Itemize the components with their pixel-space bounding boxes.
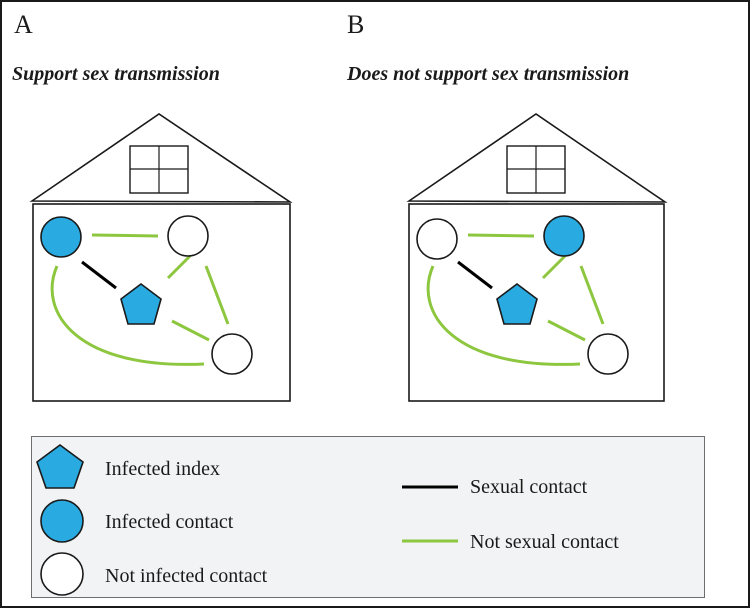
panel-a-letter: A bbox=[14, 10, 33, 39]
house-a-index-case bbox=[120, 283, 162, 325]
house-b-edge-not-sexual bbox=[547, 319, 586, 342]
house-b-contact-right bbox=[543, 215, 585, 257]
house-b-edge-not-sexual bbox=[426, 265, 581, 366]
legend-infected-contact-label: Infected contact bbox=[105, 511, 234, 533]
house-b-edge-not-sexual bbox=[579, 265, 605, 325]
house-a-window-icon bbox=[129, 145, 189, 194]
house-a-contact-right bbox=[167, 215, 209, 257]
house-a-contact-bottom bbox=[211, 333, 253, 375]
house-a-edge-not-sexual bbox=[91, 233, 159, 238]
house-a-edge-not-sexual bbox=[204, 265, 230, 325]
legend: Infected index Infected contact Not infe… bbox=[31, 436, 705, 598]
house-a-edge-sexual bbox=[81, 260, 117, 290]
legend-not-sexual-contact-label: Not sexual contact bbox=[470, 531, 619, 553]
house-b-edge-not-sexual bbox=[541, 254, 567, 280]
house-a-contact-left bbox=[40, 216, 82, 258]
house-a-edge-not-sexual bbox=[50, 265, 205, 366]
legend-symbols bbox=[36, 444, 458, 596]
infected-contact-icon bbox=[40, 499, 84, 543]
house-a-edge-not-sexual bbox=[166, 254, 192, 280]
panel-a-title: Support sex transmission bbox=[12, 63, 220, 85]
infected-index-icon bbox=[36, 444, 84, 489]
legend-sexual-contact-label: Sexual contact bbox=[470, 476, 588, 498]
house-a-roof bbox=[29, 113, 293, 203]
house-b-contact-left bbox=[416, 218, 458, 260]
panel-b-letter: B bbox=[347, 10, 365, 39]
legend-infected-index-label: Infected index bbox=[105, 458, 220, 480]
house-a-edge-not-sexual bbox=[171, 319, 210, 342]
house-b-contact-bottom bbox=[587, 333, 629, 375]
house-b-edge-sexual bbox=[457, 260, 493, 290]
house-b-roof bbox=[406, 113, 668, 203]
house-a bbox=[29, 113, 293, 402]
house-b-window-icon bbox=[506, 145, 566, 194]
not-infected-contact-icon bbox=[40, 552, 84, 596]
house-b bbox=[406, 113, 668, 402]
panel-b-title: Does not support sex transmission bbox=[347, 63, 630, 85]
household-diagrams bbox=[29, 113, 668, 402]
house-b-index-case bbox=[496, 283, 538, 325]
legend-not-infected-contact-label: Not infected contact bbox=[105, 565, 268, 587]
house-b-edge-not-sexual bbox=[467, 233, 535, 238]
